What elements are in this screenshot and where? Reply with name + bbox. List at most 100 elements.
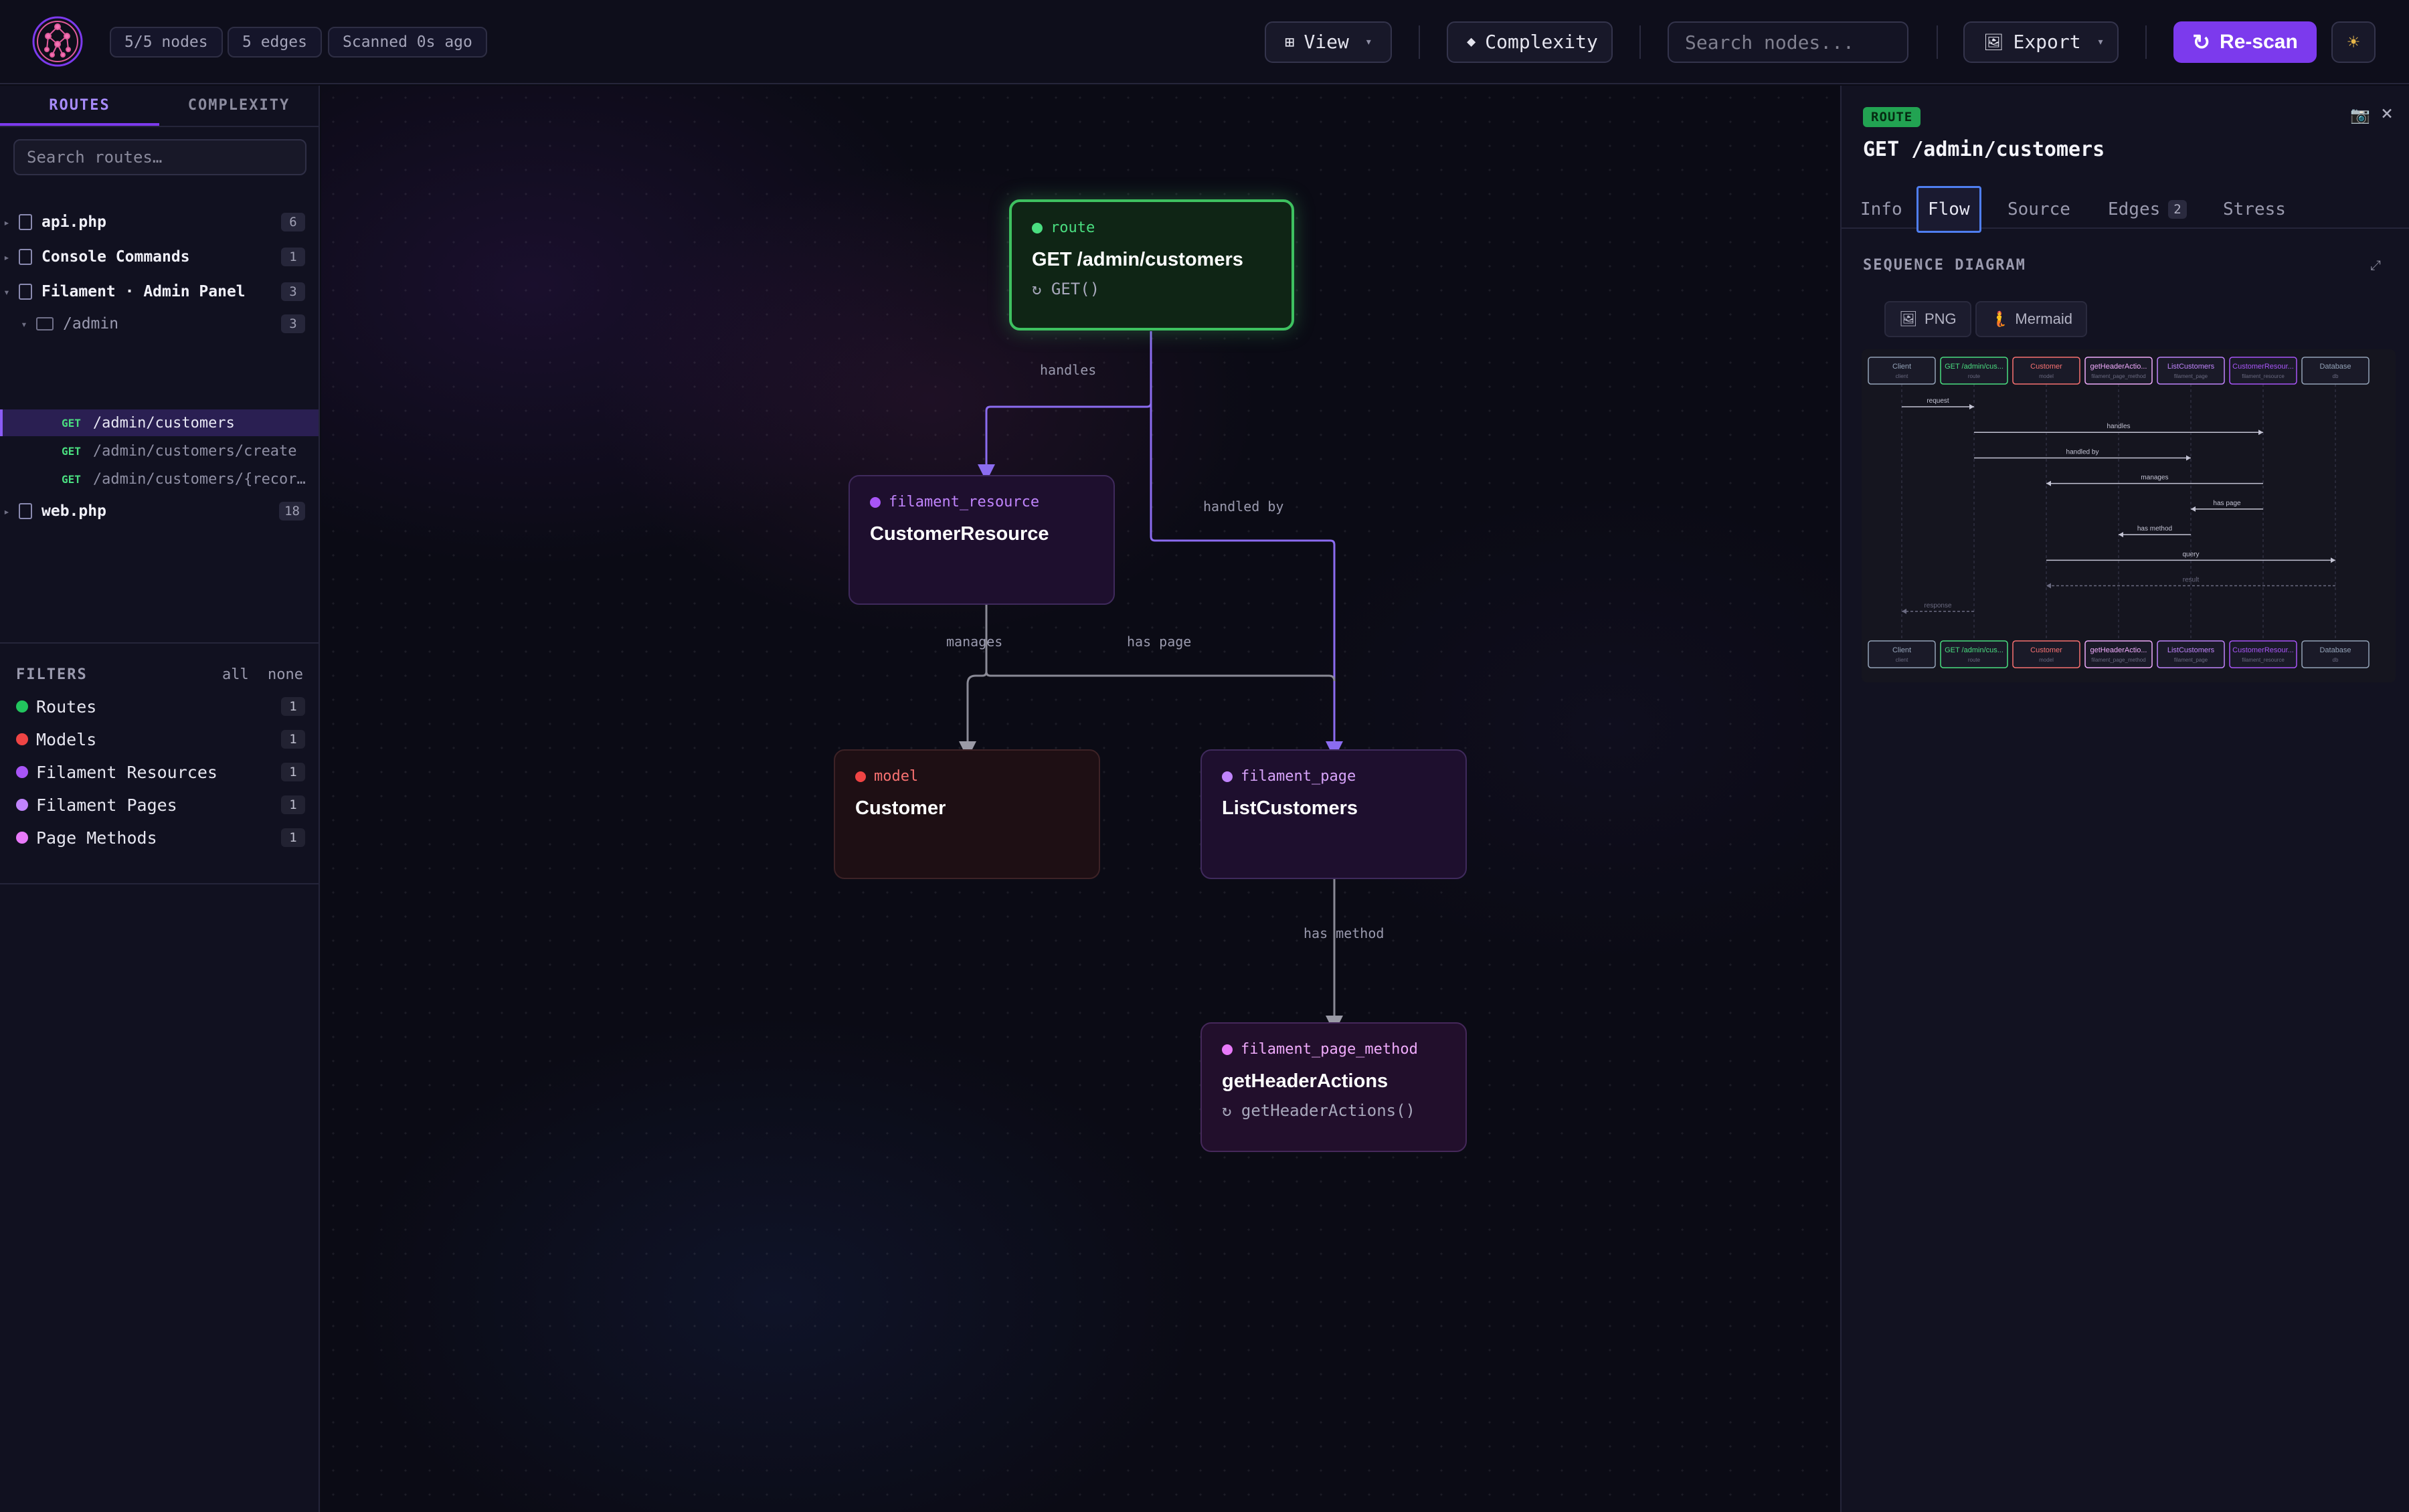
filter-models[interactable]: Models 1	[0, 725, 319, 754]
export-dropdown[interactable]: 🖼 Export ▾	[1963, 21, 2119, 63]
camera-icon[interactable]: 📷	[2350, 106, 2370, 124]
status-dot	[855, 771, 866, 782]
tab-routes[interactable]: ROUTES	[0, 86, 159, 126]
message-label: request	[1927, 397, 1949, 405]
panel-title: GET /admin/customers	[1863, 138, 2105, 161]
edge-manages[interactable]	[966, 603, 988, 743]
sun-icon: ☀	[2347, 30, 2360, 54]
tab-label: Info	[1860, 199, 1902, 219]
search-nodes-input[interactable]	[1668, 21, 1908, 63]
png-label: PNG	[1924, 310, 1957, 327]
divider	[1937, 25, 1938, 59]
filter-filament-resources[interactable]: Filament Resources 1	[0, 757, 319, 787]
participant-box	[2157, 640, 2225, 668]
participant-name: GET /admin/cus...	[1945, 646, 2003, 654]
refresh-icon: ↻	[2192, 30, 2211, 54]
status-dot	[16, 766, 28, 778]
tree-folder-admin[interactable]: ▾ /admin 3	[0, 309, 319, 339]
route-path: /admin/customers/create	[92, 442, 297, 460]
divider	[2145, 25, 2147, 59]
route-count-badge: 3	[281, 314, 305, 333]
tree-file-web[interactable]: ▸ web.php 18	[0, 496, 319, 526]
tab-flow[interactable]: Flow	[1916, 186, 1981, 233]
image-icon: 🖼	[1899, 310, 1918, 327]
tab-info[interactable]: Info	[1851, 186, 1912, 233]
export-png-button[interactable]: 🖼 PNG	[1884, 301, 1971, 337]
tab-edges[interactable]: Edges 2	[2099, 186, 2196, 233]
node-filament-page[interactable]: filament_page ListCustomers	[1200, 749, 1467, 879]
close-icon[interactable]: ×	[2381, 102, 2394, 125]
arrow-head	[2119, 532, 2123, 538]
node-type-label: filament_page_method	[1241, 1041, 1418, 1058]
status-dot	[870, 496, 881, 508]
route-item[interactable]: GET /admin/customers/{record}	[0, 466, 319, 492]
node-type: filament_page	[1222, 768, 1356, 785]
tab-stress[interactable]: Stress	[2214, 186, 2295, 233]
complexity-button[interactable]: ◆ Complexity	[1447, 21, 1613, 63]
participant-name: Database	[2319, 363, 2351, 371]
filter-routes[interactable]: Routes 1	[0, 692, 319, 721]
edge-has-page[interactable]	[985, 671, 1336, 682]
tree-file-filament[interactable]: ▾ Filament · Admin Panel 3	[0, 277, 319, 306]
file-icon	[19, 503, 32, 519]
route-path: /admin/customers/{record}	[92, 470, 307, 488]
filter-count: 1	[281, 730, 305, 749]
expand-icon[interactable]: ⤢	[2370, 257, 2381, 273]
filter-count: 1	[281, 763, 305, 781]
participant-kind: filament_page	[2174, 373, 2208, 379]
node-model[interactable]: model Customer	[834, 749, 1100, 879]
route-item[interactable]: GET /admin/customers	[0, 409, 319, 436]
filter-label: Filament Pages	[36, 795, 177, 815]
edge-handled-by[interactable]	[1150, 331, 1336, 743]
folder-icon	[36, 317, 54, 330]
chevron-down-icon: ▾	[21, 317, 27, 330]
graph-canvas[interactable]: handles handled by manages has page has …	[321, 86, 1839, 1512]
status-dot	[16, 832, 28, 844]
node-filament-resource[interactable]: filament_resource CustomerResource	[849, 475, 1115, 605]
message-label: response	[1924, 602, 1952, 609]
route-item[interactable]: GET /admin/customers/create	[0, 438, 319, 464]
node-title: ListCustomers	[1222, 797, 1358, 819]
participant-name: CustomerResour...	[2232, 363, 2294, 371]
status-dot	[1222, 771, 1233, 782]
chevron-right-icon: ▸	[3, 504, 10, 518]
tab-source[interactable]: Source	[1998, 186, 2080, 233]
filters-select-all[interactable]: all	[222, 666, 249, 683]
file-label: web.php	[41, 502, 106, 520]
export-mermaid-button[interactable]: 🧜 Mermaid	[1975, 301, 2087, 337]
participant-box	[2301, 357, 2370, 385]
node-type-label: filament_page	[1241, 768, 1356, 785]
arrow-head	[1969, 404, 1974, 409]
arrow-head	[2046, 583, 2051, 589]
route-count-badge: 3	[281, 282, 305, 301]
brain-network-logo[interactable]	[29, 13, 86, 70]
view-dropdown[interactable]: ⊞ View ▾	[1265, 21, 1392, 63]
search-routes-input[interactable]	[13, 139, 306, 175]
participant-kind: filament_resource	[2242, 657, 2285, 663]
filter-filament-pages[interactable]: Filament Pages 1	[0, 790, 319, 820]
filter-count: 1	[281, 795, 305, 814]
theme-toggle-button[interactable]: ☀	[2331, 21, 2376, 63]
node-route[interactable]: route GET /admin/customers ↻ GET()	[1009, 199, 1294, 330]
node-filament-page-method[interactable]: filament_page_method getHeaderActions ↻ …	[1200, 1022, 1467, 1152]
message-label: query	[2182, 551, 2199, 558]
status-dot	[1032, 222, 1043, 233]
node-type-label: route	[1051, 219, 1095, 236]
filters-select-none[interactable]: none	[268, 666, 303, 683]
participant-box	[2012, 357, 2080, 385]
complexity-label: Complexity	[1485, 31, 1598, 53]
rescan-button[interactable]: ↻ Re-scan	[2173, 21, 2317, 63]
filter-page-methods[interactable]: Page Methods 1	[0, 823, 319, 852]
participant-kind: db	[2333, 657, 2339, 663]
tree-file-console[interactable]: ▸ Console Commands 1	[0, 242, 319, 272]
tab-complexity[interactable]: COMPLEXITY	[187, 97, 290, 114]
tree-file-api[interactable]: ▸ api.php 6	[0, 207, 319, 237]
filters-title: FILTERS	[16, 666, 88, 683]
chevron-right-icon: ▸	[3, 250, 10, 264]
edge-handles[interactable]	[985, 331, 1152, 466]
filter-count: 1	[281, 697, 305, 716]
tab-count-badge: 2	[2168, 200, 2187, 219]
participant-kind: route	[1968, 373, 1981, 379]
